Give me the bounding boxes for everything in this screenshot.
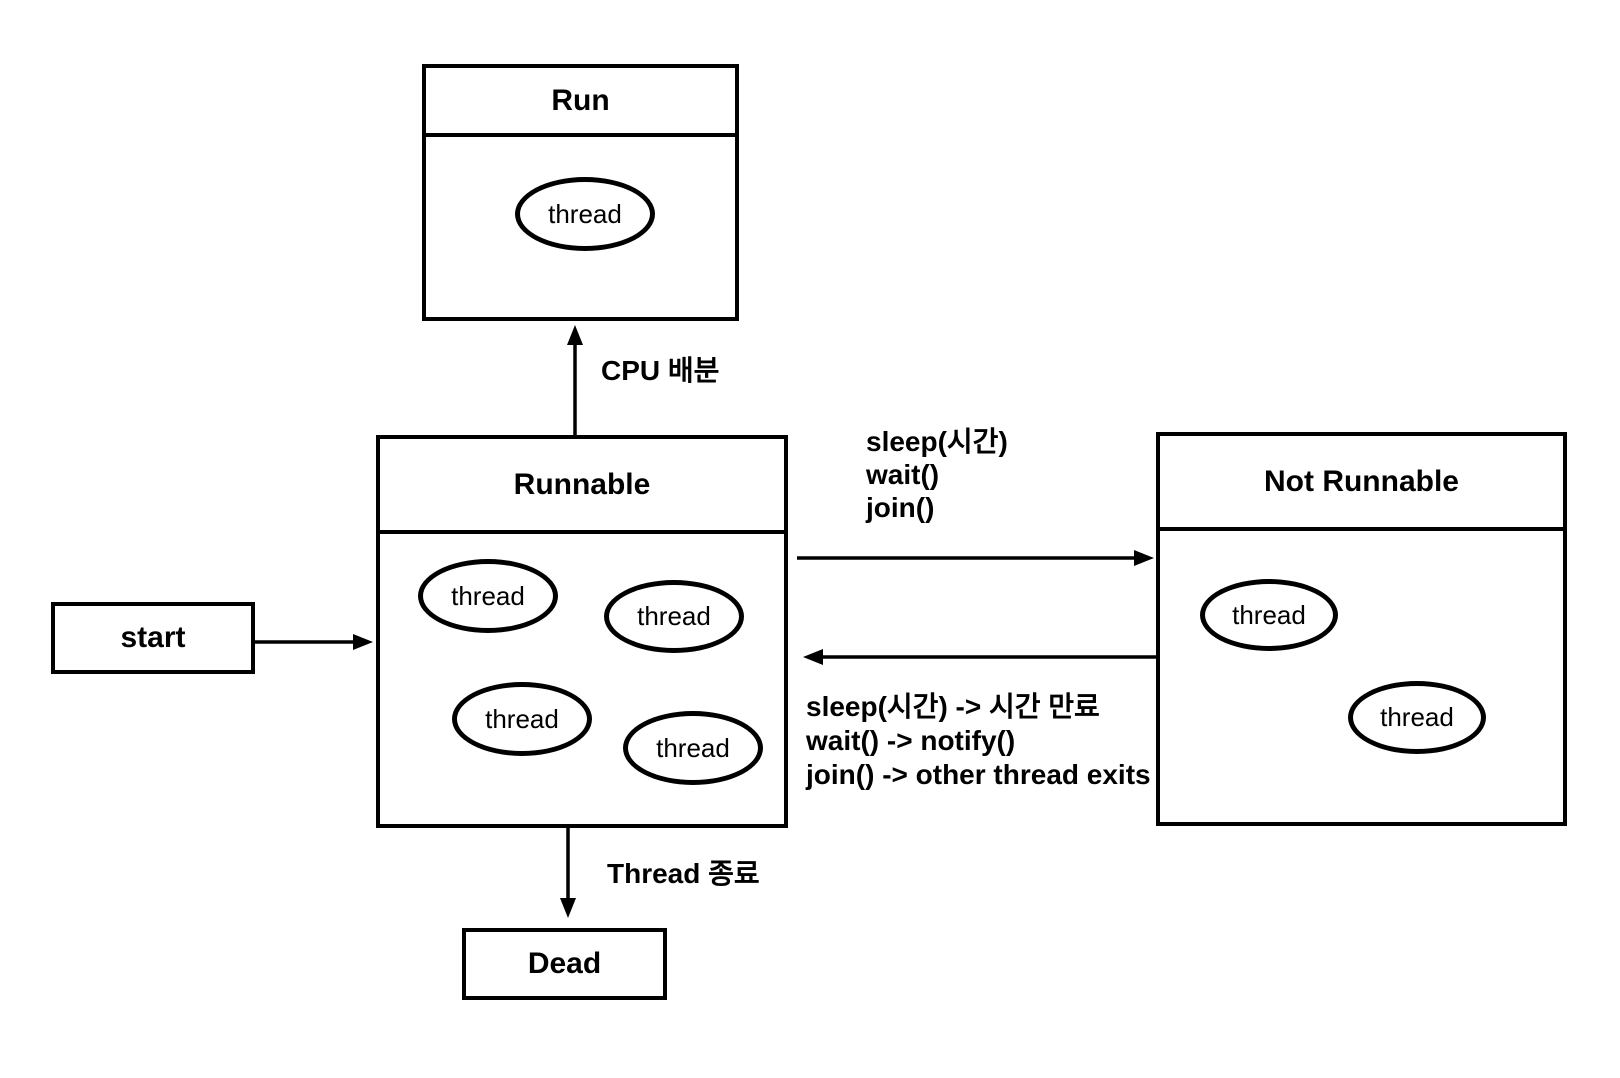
node-dead: Dead — [462, 928, 667, 1000]
thread-label: thread — [548, 198, 622, 229]
edge-label-thread-exit: Thread 종료 — [607, 858, 760, 889]
node-start-label: start — [120, 621, 186, 654]
edge-label-to-runnable: sleep(시간) -> 시간 만료 wait() -> notify() jo… — [806, 690, 1151, 792]
thread-ellipse-runnable-1: thread — [604, 580, 744, 653]
edge-label-line: join() — [866, 492, 935, 523]
thread-ellipse-not-runnable-0: thread — [1200, 579, 1338, 651]
edge-label-line: join() -> other thread exits — [806, 759, 1151, 790]
thread-ellipse-runnable-0: thread — [418, 559, 558, 633]
edge-label-cpu-allocation: CPU 배분 — [601, 355, 720, 386]
node-not-runnable-title: Not Runnable — [1160, 436, 1563, 531]
edge-label-line: wait() -> notify() — [806, 725, 1016, 756]
thread-label: thread — [637, 601, 711, 631]
node-runnable-title: Runnable — [380, 439, 784, 534]
thread-ellipse-runnable-2: thread — [452, 682, 592, 756]
thread-label: thread — [485, 703, 559, 734]
thread-label: thread — [656, 732, 730, 763]
edge-label-line: wait() — [866, 459, 940, 490]
thread-ellipse-runnable-3: thread — [623, 711, 763, 785]
thread-label: thread — [1380, 702, 1454, 732]
node-run-title: Run — [426, 68, 735, 137]
node-start: start — [51, 602, 255, 674]
thread-ellipse-not-runnable-1: thread — [1348, 681, 1486, 754]
thread-label: thread — [451, 580, 525, 611]
node-dead-label: Dead — [527, 947, 602, 980]
thread-ellipse-run-0: thread — [515, 177, 655, 251]
edge-label-to-not-runnable: sleep(시간) wait() join() — [866, 425, 1008, 524]
thread-label: thread — [1232, 599, 1306, 630]
edge-label-line: sleep(시간) — [866, 426, 1008, 457]
edge-label-line: sleep(시간) -> 시간 만료 — [806, 691, 1100, 722]
